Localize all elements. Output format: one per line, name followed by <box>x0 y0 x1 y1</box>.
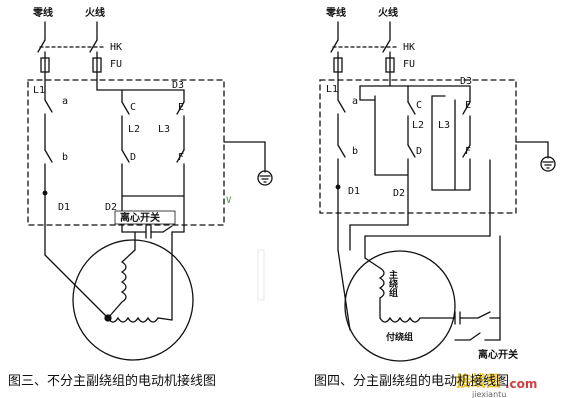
left-hk-blade-live <box>89 39 98 53</box>
left-hk-label: HK <box>110 42 122 53</box>
right-l1-label: L1 <box>326 84 338 95</box>
right-motor-circle <box>344 250 456 362</box>
right-enclosure <box>319 79 517 214</box>
left-b-label: b <box>62 152 68 163</box>
right-main-winding-label: 主绕组 <box>387 269 398 298</box>
right-e-label: E <box>465 100 471 111</box>
right-aux-winding <box>379 316 433 323</box>
left-d3-label: D3 <box>172 80 184 91</box>
right-f-label: F <box>465 146 471 157</box>
watermark-suffix: .com <box>505 377 537 391</box>
left-neutral-label: 零线 <box>32 6 53 19</box>
left-l2-label: L2 <box>128 124 140 135</box>
left-hk-blade-neutral <box>37 39 46 53</box>
right-centrifugal-switch-label: 离心开关 <box>478 348 518 361</box>
left-d2-label: D2 <box>105 202 117 213</box>
right-diagram: 零线 火线 HK FU L1 a b D1 D3 <box>319 6 556 362</box>
left-d1-label: D1 <box>58 202 70 213</box>
right-live-label: 火线 <box>378 6 398 19</box>
left-switch-e <box>176 101 185 115</box>
right-hk-label: HK <box>403 42 415 53</box>
left-l3-label: L3 <box>158 124 170 135</box>
left-e-label: E <box>178 102 184 113</box>
right-d1-label: D1 <box>348 186 360 197</box>
right-b-label: b <box>352 146 358 157</box>
left-f-label: F <box>178 152 184 163</box>
right-d2-label: D2 <box>393 188 405 199</box>
right-caption: 图四、分主副绕组的电动机接线图 <box>314 374 510 389</box>
left-caption: 图三、不分主副绕组的电动机接线图 <box>8 374 217 389</box>
left-live-label: 火线 <box>85 6 105 19</box>
watermark-sub: jiexiantu <box>471 390 506 398</box>
left-side-mark: V <box>226 196 232 206</box>
right-d3-label: D3 <box>460 76 472 87</box>
left-switch-f <box>176 149 185 163</box>
left-winding-2 <box>107 316 173 323</box>
right-l3-label: L3 <box>438 120 450 131</box>
left-motor-circle <box>72 239 194 361</box>
left-switch-c <box>121 101 130 115</box>
left-switch-b <box>44 149 53 163</box>
left-diagram: 零线 火线 HK FU L1 a b D1 D3 <box>27 6 273 361</box>
left-fu-label: FU <box>110 59 122 70</box>
right-neutral-label: 零线 <box>325 6 346 19</box>
right-fu-label: FU <box>403 59 415 70</box>
right-l2-label: L2 <box>412 120 424 131</box>
right-aux-winding-label: 付绕组 <box>386 331 413 343</box>
right-ground-icon <box>540 156 556 172</box>
watermark-main: 接线图 <box>456 372 501 390</box>
left-switch-a <box>44 99 53 113</box>
left-switch-d <box>121 149 130 163</box>
left-centrifugal-switch-label: 离心开关 <box>120 211 160 224</box>
right-c-label: C <box>416 100 422 111</box>
watermark: 接线图 .com jiexiantu <box>456 372 537 398</box>
left-ground-icon <box>257 170 273 186</box>
left-a-label: a <box>62 96 68 107</box>
right-a-label: a <box>352 96 358 107</box>
left-d-label: D <box>130 152 136 163</box>
left-l1-label: L1 <box>33 85 45 96</box>
right-main-winding <box>378 267 385 309</box>
left-c-label: C <box>130 102 136 113</box>
left-winding-1 <box>107 261 127 319</box>
right-d-label: D <box>416 146 422 157</box>
